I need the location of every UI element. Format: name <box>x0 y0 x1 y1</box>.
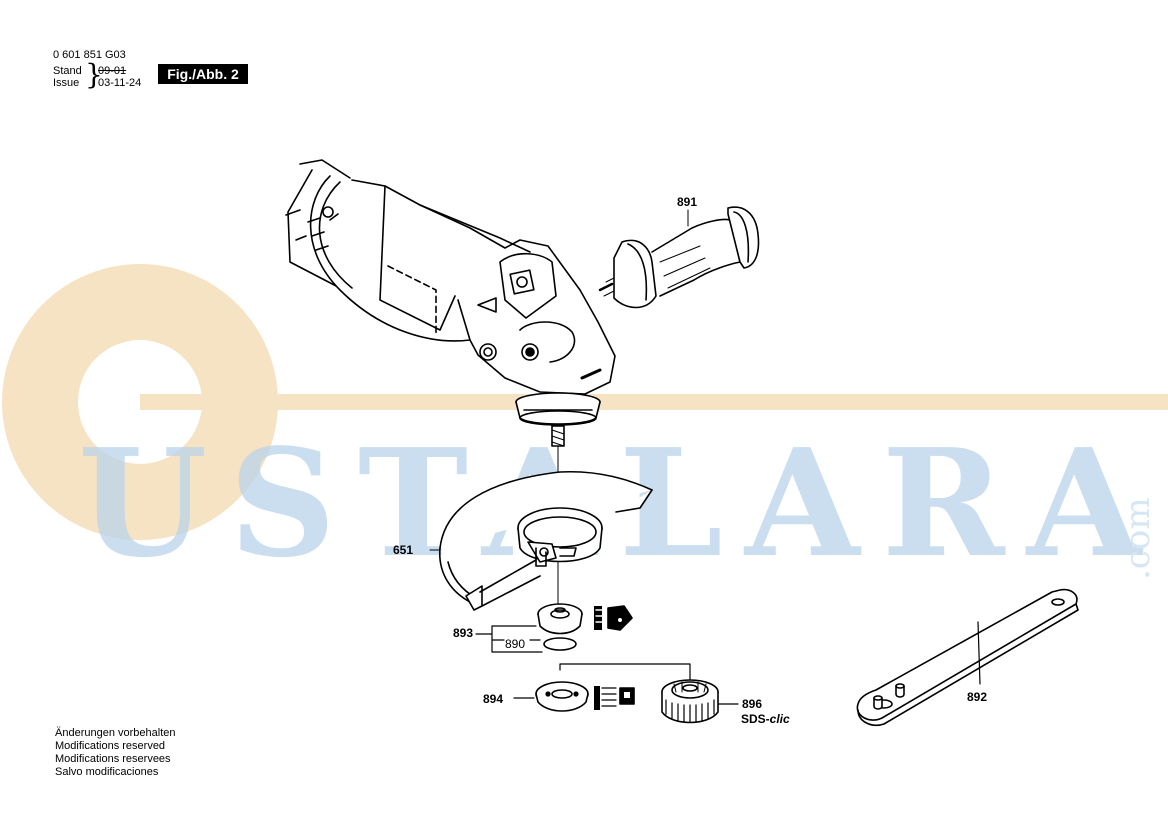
stand-date-old: 09-01 <box>98 65 127 77</box>
sds-prefix: SDS- <box>741 712 770 726</box>
footer-notes: Änderungen vorbehalten Modifications res… <box>55 727 175 779</box>
part-number-891: 891 <box>677 195 698 209</box>
part-number-894: 894 <box>483 692 504 706</box>
brace-symbol: } <box>85 58 103 91</box>
footer-note-en: Modifications reserved <box>55 740 166 752</box>
mounting-flange-illustration <box>537 603 583 635</box>
part-number-890: 890 <box>505 637 526 651</box>
part-number-896: 896 <box>742 697 763 711</box>
issue-date: 03-11-24 <box>98 77 142 89</box>
part-number-893: 893 <box>453 626 474 640</box>
stand-label: Stand <box>53 65 82 77</box>
nut-orientation-icon <box>594 686 635 710</box>
auxiliary-handle-illustration <box>598 206 760 309</box>
watermark-orange-bar <box>140 394 1168 410</box>
two-pin-spanner-illustration <box>856 588 1079 726</box>
leader-892 <box>977 621 981 685</box>
grinder-body-illustration <box>285 159 616 395</box>
watermark-text: USTALARA <box>78 416 1164 590</box>
figure-label: Fig./Abb. 2 <box>158 64 248 84</box>
sds-clic-label: SDS-clic <box>741 712 790 726</box>
o-ring-illustration <box>543 637 577 651</box>
footer-note-fr: Modifications reservees <box>55 753 171 765</box>
alt-nut-bracket <box>559 663 691 685</box>
leader-893-890 <box>491 625 543 653</box>
flange-orientation-icon <box>594 605 633 631</box>
footer-note-de: Änderungen vorbehalten <box>55 727 176 739</box>
issue-label: Issue <box>53 77 80 89</box>
protection-guard-illustration <box>438 470 653 611</box>
quick-clamp-nut-illustration <box>661 679 719 724</box>
clamping-nut-illustration <box>535 681 589 712</box>
sds-suffix: clic <box>769 712 790 726</box>
footer-note-es: Salvo modificaciones <box>55 766 159 778</box>
part-number-892: 892 <box>967 690 988 704</box>
part-number-651: 651 <box>393 543 414 557</box>
spindle-illustration <box>515 392 601 447</box>
document-number: 0 601 851 G03 <box>53 49 126 61</box>
